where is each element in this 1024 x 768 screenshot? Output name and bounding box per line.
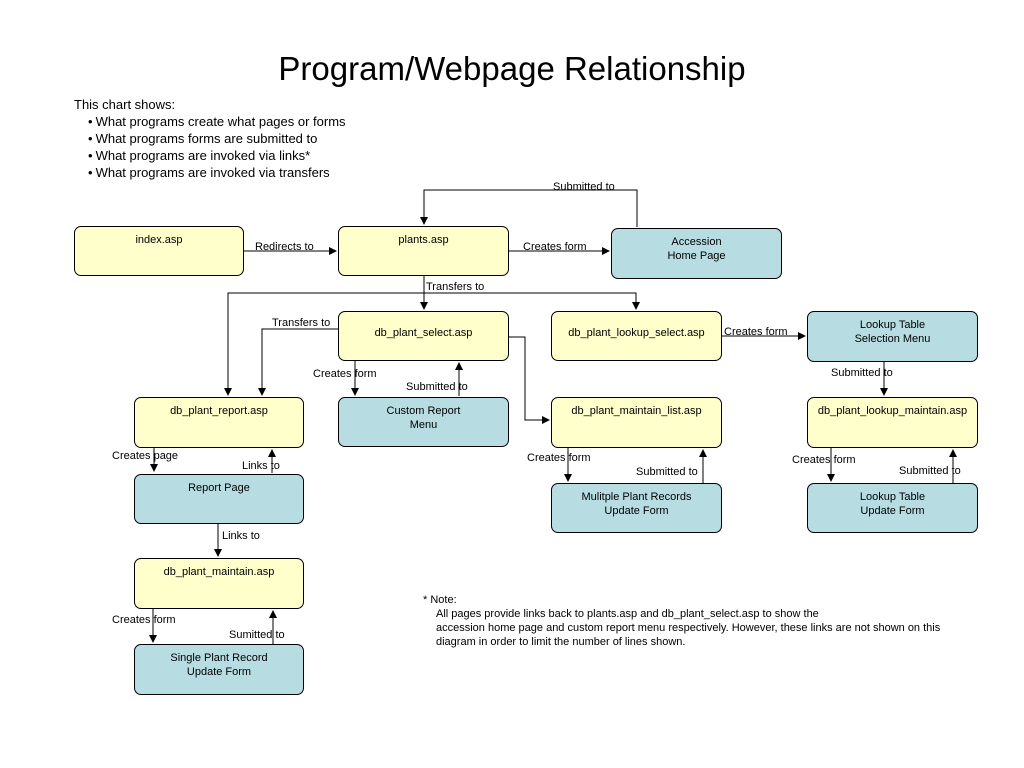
node-label: db_plant_report.asp xyxy=(170,405,268,417)
edge-select-maintain-list xyxy=(509,336,550,424)
edge-label: Submitted to xyxy=(831,367,893,379)
node-custom-report-menu: Custom Report Menu xyxy=(338,397,509,447)
page-title: Program/Webpage Relationship xyxy=(278,50,746,87)
edge-label: Creates page xyxy=(112,450,179,462)
footnote-line: All pages provide links back to plants.a… xyxy=(436,608,819,620)
node-plant-select: db_plant_select.asp xyxy=(338,311,509,361)
node-label: db_plant_lookup_select.asp xyxy=(568,327,705,339)
edge-transfers-plants-lookup xyxy=(424,292,640,310)
node-label: Accession xyxy=(671,236,722,248)
node-label: Selection Menu xyxy=(854,333,931,345)
intro-bullet: What programs are invoked via transfers xyxy=(88,164,346,181)
edge-label: Creates form xyxy=(724,326,788,338)
footnote-heading: * Note: xyxy=(423,594,457,606)
node-label: db_plant_lookup_maintain.asp xyxy=(817,405,968,417)
node-label: Lookup Table xyxy=(859,319,926,331)
edge-label: Sumitted to xyxy=(229,629,285,641)
node-multi-update-form: Mulitple Plant Records Update Form xyxy=(551,483,722,533)
edge-label: Creates form xyxy=(792,454,856,466)
node-label: Report Page xyxy=(188,482,250,494)
node-label: plants.asp xyxy=(398,234,449,246)
edge-label: Submitted to xyxy=(406,381,468,393)
intro-heading: This chart shows: xyxy=(74,97,176,112)
edge-label: Submitted to xyxy=(636,466,698,478)
node-single-update-form: Single Plant Record Update Form xyxy=(134,644,304,695)
edge-label: Submitted to xyxy=(553,181,615,193)
node-label: Single Plant Record xyxy=(170,652,268,664)
node-label: Custom Report xyxy=(386,405,461,417)
edge-label: Creates form xyxy=(313,368,377,380)
node-lookup-update-form: Lookup Table Update Form xyxy=(807,483,978,533)
node-maintain-list: db_plant_maintain_list.asp xyxy=(551,397,722,448)
footnote-line: diagram in order to limit the number of … xyxy=(436,636,686,648)
edge-label: Redirects to xyxy=(255,241,314,253)
node-label: Menu xyxy=(409,419,438,431)
node-lookup-menu: Lookup Table Selection Menu xyxy=(807,311,978,362)
intro-bullet: What programs are invoked via links* xyxy=(88,147,346,164)
node-label: db_plant_maintain_list.asp xyxy=(571,405,702,417)
footnote: * Note: All pages provide links back to … xyxy=(423,593,940,649)
edge-transfers-plants-report xyxy=(224,292,424,396)
intro-bullet: What programs create what pages or forms xyxy=(88,113,346,130)
node-label: db_plant_maintain.asp xyxy=(163,566,275,578)
edge-submitted-accession-plants xyxy=(420,189,638,227)
node-report-page: Report Page xyxy=(134,474,304,524)
node-lookup-maintain: db_plant_lookup_maintain.asp xyxy=(807,397,978,448)
edge-label: Transfers to xyxy=(426,281,485,293)
node-label: Home Page xyxy=(667,250,726,262)
node-plant-report: db_plant_report.asp xyxy=(134,397,304,448)
node-label: Update Form xyxy=(186,666,252,678)
node-label: db_plant_select.asp xyxy=(374,327,473,339)
edge-label: Creates form xyxy=(112,614,176,626)
node-label: Update Form xyxy=(604,505,669,517)
edge-label: Transfers to xyxy=(272,317,331,329)
intro-bullets: What programs create what pages or forms… xyxy=(74,113,346,181)
node-accession-home: Accession Home Page xyxy=(611,228,782,279)
node-label: Update Form xyxy=(860,505,925,517)
edge-label: Creates form xyxy=(527,452,591,464)
edge-label: Links to xyxy=(242,460,280,472)
node-label: Mulitple Plant Records xyxy=(581,491,692,503)
node-lookup-select: db_plant_lookup_select.asp xyxy=(551,311,722,361)
node-index: index.asp xyxy=(74,226,244,276)
footnote-line: accession home page and custom report me… xyxy=(436,622,941,634)
edge-label: Creates form xyxy=(523,241,587,253)
node-label: Lookup Table xyxy=(859,491,926,503)
node-plant-maintain: db_plant_maintain.asp xyxy=(134,558,304,609)
intro-text: This chart shows: What programs create w… xyxy=(74,96,346,181)
edge-label: Submitted to xyxy=(899,465,961,477)
edge-label: Links to xyxy=(222,530,260,542)
node-label: index.asp xyxy=(135,234,183,246)
edge-transfers-select-report xyxy=(258,328,338,396)
node-plants: plants.asp xyxy=(338,226,509,276)
intro-bullet: What programs forms are submitted to xyxy=(88,130,346,147)
